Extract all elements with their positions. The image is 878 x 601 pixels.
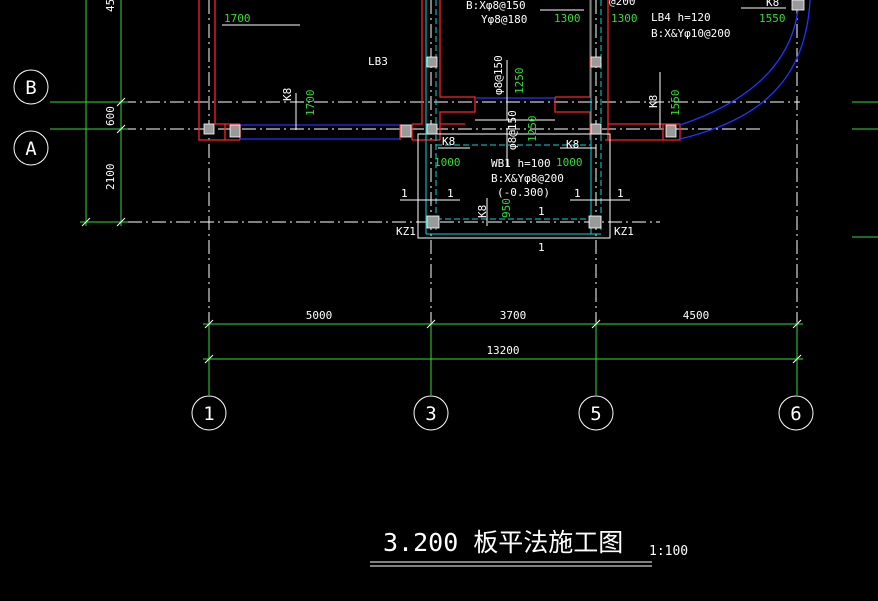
dim-left-mid: 600 xyxy=(104,106,117,126)
slab-geometry xyxy=(198,0,811,239)
column-kz1-left: KZ1 xyxy=(396,225,416,238)
section-mark: 1 xyxy=(617,187,624,200)
dim-bay-3-5: 3700 xyxy=(500,309,527,322)
len-1300-a: 1300 xyxy=(554,12,581,25)
slab-wb1-rebar: B:X&Yφ8@200 xyxy=(491,172,564,185)
axis-label-a: A xyxy=(25,138,37,160)
dim-total: 13200 xyxy=(486,344,519,357)
axis-label-3: 3 xyxy=(425,403,436,425)
column xyxy=(229,124,241,138)
rebar-phi8-150-upper: φ8@150 xyxy=(492,55,505,95)
rebar-k8-2: K8 xyxy=(442,135,455,148)
axis-label-1: 1 xyxy=(203,403,214,425)
column xyxy=(400,124,412,138)
len-1250-upper: 1250 xyxy=(513,68,526,95)
slab-wb1-elevation: (-0.300) xyxy=(497,186,550,199)
axis-bubble-1: 1 xyxy=(191,395,227,431)
axis-lines xyxy=(50,0,800,395)
rebar-k8-5: K8 xyxy=(476,205,489,218)
slab-wb1-name: WB1 h=100 xyxy=(491,157,551,170)
section-marks: 1 1 1 1 1 1 KZ1 KZ1 xyxy=(396,187,634,254)
axis-bubble-b: B xyxy=(13,69,49,105)
len-1250-lower: 1250 xyxy=(526,116,539,143)
axis-bubble-5: 5 xyxy=(578,395,614,431)
section-mark: 1 xyxy=(447,187,454,200)
rebar-phi8-150-lower: φ8@150 xyxy=(506,110,519,150)
dim-left-top: 450 xyxy=(104,0,117,12)
section-mark: 1 xyxy=(574,187,581,200)
column xyxy=(426,123,438,135)
columns xyxy=(203,0,805,229)
slab-top-rebar-y: Yφ8@180 xyxy=(481,13,527,26)
slab-top-rebar-b: B:Xφ8@150 xyxy=(466,0,526,12)
len-1700-vertical: 1700 xyxy=(304,90,317,117)
column xyxy=(203,123,215,135)
slab-lb3-label: LB3 xyxy=(368,55,388,68)
drawing-scale: 1:100 xyxy=(649,544,688,559)
section-mark: 1 xyxy=(538,205,545,218)
column xyxy=(590,123,602,135)
slab-lb4-name: LB4 h=120 xyxy=(651,11,711,24)
rebar-labels: K8 K8 K8 K8 K8 K8 φ8@150 φ8@150 xyxy=(281,0,779,218)
rebar-k8-6: K8 xyxy=(766,0,779,9)
slab-top-right-rebar: @200 xyxy=(609,0,636,8)
column xyxy=(791,0,805,11)
len-1700-top: 1700 xyxy=(224,12,251,25)
dim-bay-1-3: 5000 xyxy=(306,309,333,322)
column xyxy=(590,56,602,68)
len-950: 950 xyxy=(500,198,513,218)
section-mark: 1 xyxy=(538,241,545,254)
column xyxy=(426,56,438,68)
left-dimension-chain: 450 600 2100 xyxy=(80,0,128,227)
slab-labels: LB3 LB4 h=120 B:X&Yφ10@200 WB1 h=100 B:X… xyxy=(368,0,730,199)
column-kz1-right: KZ1 xyxy=(614,225,634,238)
rebar-k8-4: K8 xyxy=(647,95,660,108)
slab-lb4-rebar: B:X&Yφ10@200 xyxy=(651,27,730,40)
axis-label-5: 5 xyxy=(590,403,601,425)
bottom-dimension-chain: 5000 3700 4500 13200 xyxy=(203,309,803,364)
column xyxy=(665,124,677,138)
dim-bay-5-6: 4500 xyxy=(683,309,710,322)
column xyxy=(588,215,602,229)
len-1000-left: 1000 xyxy=(434,156,461,169)
axis-bubble-3: 3 xyxy=(413,395,449,431)
axis-bubble-a: A xyxy=(13,130,49,166)
section-mark: 1 xyxy=(401,187,408,200)
rebar-k8-3: K8 xyxy=(566,138,579,151)
len-1550-vertical: 1550 xyxy=(669,90,682,117)
axis-label-b: B xyxy=(25,77,36,99)
rebar-k8-1: K8 xyxy=(281,88,294,101)
rebar-lengths: 1700 1300 1300 1550 1250 1250 1700 1550 … xyxy=(224,12,786,218)
axis-leaders xyxy=(50,101,878,395)
axis-label-6: 6 xyxy=(790,403,801,425)
len-1300-b: 1300 xyxy=(611,12,638,25)
axis-bubble-6: 6 xyxy=(778,395,814,431)
drawing-title-block: 3.200 板平法施工图 1:100 xyxy=(370,528,688,567)
len-1000: 1000 xyxy=(556,156,583,169)
column xyxy=(426,215,440,229)
drawing-title: 3.200 板平法施工图 xyxy=(383,528,623,557)
len-1550-top: 1550 xyxy=(759,12,786,25)
dim-left-bottom: 2100 xyxy=(104,164,117,191)
